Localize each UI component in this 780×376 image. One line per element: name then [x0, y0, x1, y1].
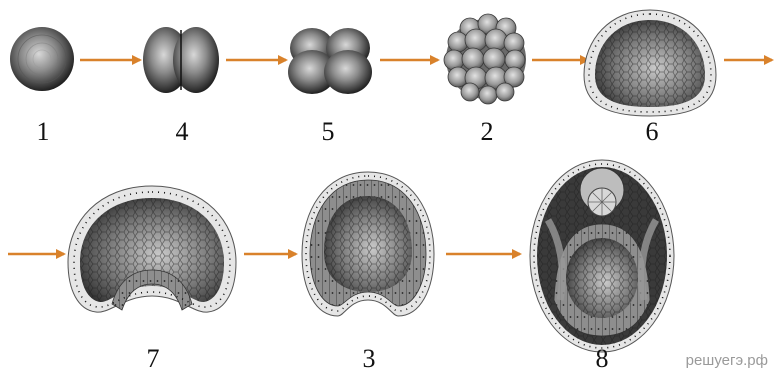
stage-label-1: 1	[37, 117, 50, 146]
watermark: решуегэ.рф	[686, 352, 768, 369]
blastula-icon	[584, 10, 716, 116]
stage-label-4: 2	[481, 117, 494, 146]
stage-label-6: 7	[147, 344, 160, 373]
neurula-icon	[530, 160, 674, 352]
four-cell-embryo-icon	[288, 28, 372, 94]
stage-label-7: 3	[363, 344, 376, 373]
stage-label-8: 8	[596, 344, 609, 373]
stage-label-5: 6	[646, 117, 659, 146]
two-cell-embryo-icon	[143, 27, 219, 93]
stage-label-2: 4	[176, 117, 189, 146]
gastrula-icon	[302, 172, 434, 316]
morula-icon	[444, 14, 526, 104]
stage-label-3: 5	[322, 117, 335, 146]
early-gastrula-icon	[68, 186, 236, 312]
zygote-icon	[10, 27, 74, 91]
